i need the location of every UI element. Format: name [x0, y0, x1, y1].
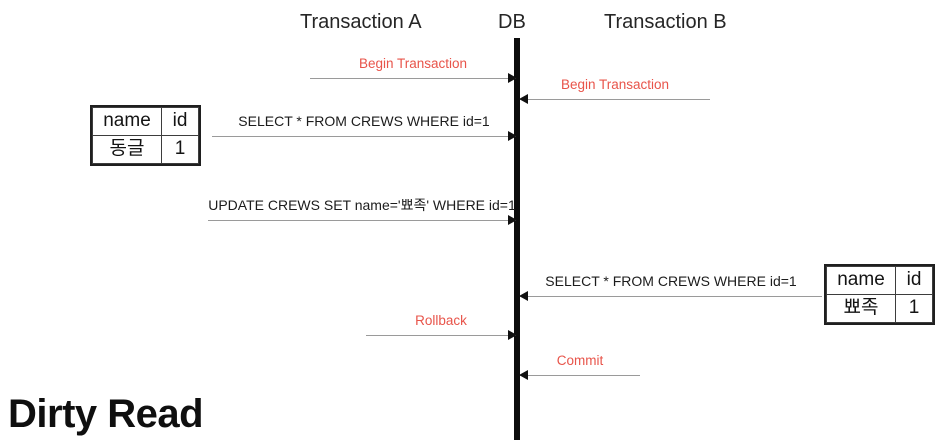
- message-commit-b: Commit: [519, 352, 640, 386]
- message-label: Begin Transaction: [560, 77, 670, 92]
- message-begin-transaction-a: Begin Transaction: [310, 55, 517, 89]
- column-header-transaction-a: Transaction A: [300, 11, 422, 33]
- result-table-left: name id 동글 1: [90, 105, 201, 166]
- message-label: Begin Transaction: [358, 56, 468, 71]
- page-title: Dirty Read: [8, 392, 204, 436]
- message-label: SELECT * FROM CREWS WHERE id=1: [545, 273, 797, 289]
- arrow-shaft-icon: [520, 296, 822, 297]
- message-update-a: UPDATE CREWS SET name='뾰족' WHERE id=1: [208, 197, 517, 231]
- arrow-head-right-icon: [508, 131, 517, 141]
- table-header-id: id: [895, 266, 933, 295]
- table-header-name: name: [92, 107, 162, 136]
- table-header-name: name: [826, 266, 896, 295]
- db-lifeline: [514, 38, 520, 440]
- table-cell-name: 동글: [92, 135, 162, 164]
- message-label: Rollback: [415, 313, 467, 328]
- result-table-right: name id 뾰족 1: [824, 264, 935, 325]
- message-label: UPDATE CREWS SET name='뾰족' WHERE id=1: [208, 197, 516, 213]
- table-cell-id: 1: [161, 135, 199, 164]
- table-cell-name: 뾰족: [826, 294, 896, 323]
- message-label: Commit: [556, 353, 604, 368]
- arrow-head-left-icon: [519, 291, 528, 301]
- table-row: 뾰족 1: [826, 294, 933, 323]
- table-row: name id: [826, 266, 933, 295]
- arrow-head-left-icon: [519, 370, 528, 380]
- table-row: name id: [92, 107, 199, 136]
- table-row: 동글 1: [92, 135, 199, 164]
- arrow-shaft-icon: [366, 335, 516, 336]
- arrow-head-left-icon: [519, 94, 528, 104]
- arrow-shaft-icon: [208, 220, 516, 221]
- arrow-head-right-icon: [508, 330, 517, 340]
- message-label: SELECT * FROM CREWS WHERE id=1: [238, 113, 490, 129]
- table-header-id: id: [161, 107, 199, 136]
- arrow-head-right-icon: [508, 215, 517, 225]
- arrow-head-right-icon: [508, 73, 517, 83]
- message-rollback-a: Rollback: [366, 312, 517, 346]
- arrow-shaft-icon: [212, 136, 516, 137]
- message-select-a: SELECT * FROM CREWS WHERE id=1: [212, 113, 517, 147]
- arrow-shaft-icon: [310, 78, 516, 79]
- table-cell-id: 1: [895, 294, 933, 323]
- arrow-shaft-icon: [520, 99, 710, 100]
- column-header-db: DB: [498, 11, 526, 33]
- message-select-b: SELECT * FROM CREWS WHERE id=1: [519, 273, 822, 307]
- message-begin-transaction-b: Begin Transaction: [519, 76, 710, 110]
- arrow-shaft-icon: [520, 375, 640, 376]
- column-header-transaction-b: Transaction B: [604, 11, 727, 33]
